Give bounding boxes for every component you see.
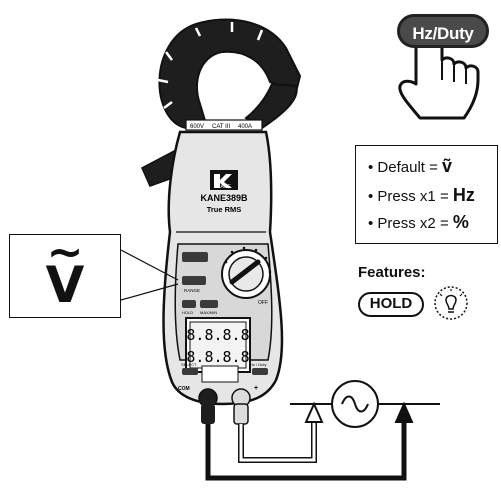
lcd-top-readout: 8.8.8.8 xyxy=(186,326,249,344)
clamp-jaw xyxy=(157,18,302,130)
black-probe-plug xyxy=(198,388,218,424)
legend-row-press2-symbol: % xyxy=(452,212,469,232)
volt-symbol: V xyxy=(45,256,85,314)
meter-range-button[interactable] xyxy=(182,276,206,285)
red-probe-plug xyxy=(231,388,251,425)
model-label: KANE389B xyxy=(200,193,248,203)
range-label: RANGE xyxy=(184,288,200,293)
lcd-display: 8.8.8.8 8.8.8.8 xyxy=(185,317,251,373)
legend-row-press1: • Press x1 = Hz xyxy=(368,185,475,206)
mode-legend-box: • Default = ṽ • Press x1 = Hz • Press x2… xyxy=(355,145,498,244)
legend-row-press1-symbol: Hz xyxy=(452,185,475,205)
plus-label: + xyxy=(254,385,258,392)
legend-row-default-text: • Default = xyxy=(368,159,438,176)
pointing-hand-icon xyxy=(398,37,480,120)
callout-leader-bottom xyxy=(120,283,179,301)
hz-duty-button[interactable]: Hz/Duty xyxy=(397,14,489,48)
legend-row-press2: • Press x2 = % xyxy=(368,212,469,233)
legend-row-default-symbol: ṽ xyxy=(442,156,453,176)
hold-feature-button[interactable]: HOLD xyxy=(358,292,424,317)
lightbulb-icon[interactable] xyxy=(434,286,468,320)
brand-text: KANE xyxy=(217,184,231,190)
select-label: SELECT xyxy=(181,362,197,367)
features-title: Features: xyxy=(358,264,426,281)
true-rms-label: True RMS xyxy=(207,205,242,214)
dial-off-label: OFF xyxy=(258,300,268,306)
meter-select-button[interactable] xyxy=(182,368,198,375)
jaw-rating-strip: 600V CAT III 400A xyxy=(185,119,263,131)
ac-circuit xyxy=(290,380,440,428)
red-probe-tip xyxy=(304,401,324,423)
lcd-bottom-readout: 8.8.8.8 xyxy=(186,348,249,366)
jaw-rating-mid: CAT III xyxy=(212,124,230,130)
ac-voltage-callout: ~ V xyxy=(9,227,121,318)
com-label: COM xyxy=(178,386,190,392)
jaw-rating-right: 400A xyxy=(238,124,252,130)
legend-row-press2-text: • Press x2 = xyxy=(368,215,449,232)
maxmin-label: MAX/MIN xyxy=(200,310,217,315)
jaw-rating-left: 600V xyxy=(190,124,204,130)
kane-logo: KANE xyxy=(210,170,238,190)
red-lead-wire-outline xyxy=(238,420,317,463)
callout-leader-top xyxy=(120,249,179,281)
light-label: Hz / Duty xyxy=(250,362,266,367)
legend-row-press1-text: • Press x1 = xyxy=(368,188,449,205)
legend-row-default: • Default = ṽ xyxy=(368,156,452,177)
meter-hold-button[interactable] xyxy=(182,300,196,308)
tilde-icon: ~ xyxy=(46,227,84,278)
black-lead-wire xyxy=(205,420,407,481)
black-probe-tip xyxy=(394,401,414,423)
hold-label: HOLD xyxy=(182,310,193,315)
meter-light-button[interactable] xyxy=(252,368,268,375)
meter-function-button[interactable] xyxy=(182,252,208,262)
meter-maxmin-button[interactable] xyxy=(200,300,218,308)
rotary-dial[interactable]: OFF xyxy=(221,246,272,306)
